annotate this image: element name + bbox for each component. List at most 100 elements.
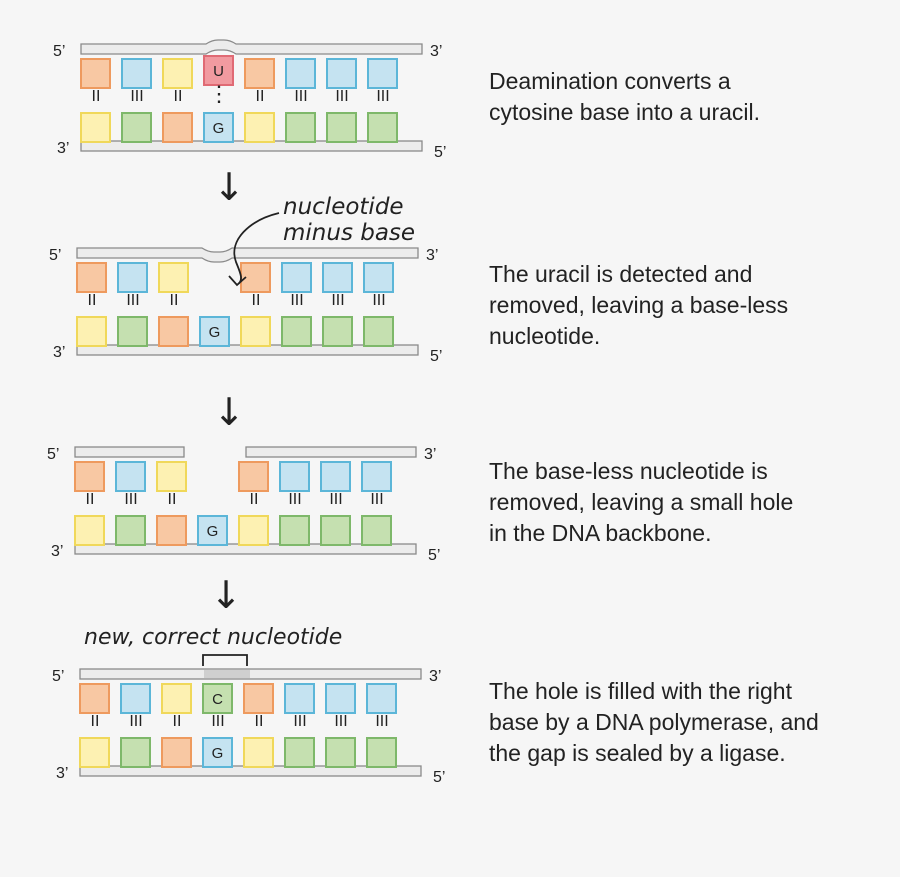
hydrogen-bond-triple: III	[211, 713, 224, 730]
annotation-line: minus base	[283, 220, 415, 246]
bottom-base-orange	[162, 112, 193, 143]
step4-caption-line: the gap is sealed by a ligase.	[489, 740, 786, 766]
bottom-base-green	[284, 737, 315, 768]
step4-caption-line: base by a DNA polymerase, and	[489, 709, 819, 735]
bottom-base-yellow	[79, 737, 110, 768]
hydrogen-bond-triple: III	[376, 88, 389, 105]
uracil-base	[203, 55, 234, 86]
hydrogen-bond-triple: III	[293, 713, 306, 730]
step2-caption-line: removed, leaving a base-less	[489, 292, 789, 318]
top-base-blue	[363, 262, 394, 293]
top-base-blue	[120, 683, 151, 714]
top-base-orange	[74, 461, 105, 492]
hydrogen-bond-triple: III	[334, 713, 347, 730]
bottom-base-orange	[161, 737, 192, 768]
hydrogen-bond-double: II	[255, 713, 264, 730]
hydrogen-bond-triple: III	[124, 491, 137, 508]
bottom-base-green	[363, 316, 394, 347]
step3-caption-line: in the DNA backbone.	[489, 520, 712, 546]
top-base-yellow	[162, 58, 193, 89]
hydrogen-bond-double: II	[91, 713, 100, 730]
top-base-blue	[117, 262, 148, 293]
bottom-base-green	[115, 515, 146, 546]
five-prime-label: 5’	[434, 144, 446, 161]
step1-caption: Deamination converts a cytosine base int…	[489, 66, 889, 128]
cytosine-base-letter: C	[212, 691, 223, 708]
bracket	[202, 654, 248, 666]
top-backbone	[76, 247, 419, 263]
top-base-orange	[243, 683, 274, 714]
guanine-base-letter: G	[209, 324, 221, 341]
five-prime-label: 5’	[47, 446, 59, 463]
top-base-blue	[322, 262, 353, 293]
step2-caption-line: nucleotide.	[489, 323, 601, 349]
hydrogen-bond-triple: III	[294, 88, 307, 105]
hydrogen-bond-double: II	[250, 491, 259, 508]
step3-caption-line: The base-less nucleotide is	[489, 458, 768, 484]
top-base-blue	[320, 461, 351, 492]
hydrogen-bond-triple: III	[126, 292, 139, 309]
top-base-yellow	[156, 461, 187, 492]
bottom-base-orange	[158, 316, 189, 347]
top-base-blue	[367, 58, 398, 89]
hydrogen-bond-double: II	[174, 88, 183, 105]
annotation-label: new, correct nucleotide	[84, 625, 342, 650]
three-prime-label: 3’	[426, 247, 438, 264]
uracil-base-letter: U	[213, 63, 224, 80]
three-prime-label: 3’	[53, 344, 65, 361]
bottom-base-yellow	[243, 737, 274, 768]
bottom-base-green	[281, 316, 312, 347]
top-base-blue	[279, 461, 310, 492]
three-prime-label: 3’	[56, 765, 68, 782]
bottom-base-yellow	[74, 515, 105, 546]
guanine-base-letter: G	[213, 120, 225, 137]
bottom-base-green	[121, 112, 152, 143]
hydrogen-bond-triple: III	[288, 491, 301, 508]
pointer-arrowhead	[228, 275, 247, 287]
bottom-base-green	[279, 515, 310, 546]
bottom-base-green	[117, 316, 148, 347]
top-base-blue	[121, 58, 152, 89]
bottom-base-green	[367, 112, 398, 143]
step2-caption: The uracil is detected and removed, leav…	[489, 259, 889, 352]
pointer-curve	[233, 212, 280, 285]
step3-caption-line: removed, leaving a small hole	[489, 489, 794, 515]
bottom-base-green	[120, 737, 151, 768]
top-base-blue	[284, 683, 315, 714]
bottom-base-green	[322, 316, 353, 347]
step2-caption-line: The uracil is detected and	[489, 261, 753, 287]
top-base-blue	[326, 58, 357, 89]
hydrogen-bond-triple: III	[331, 292, 344, 309]
top-base-blue	[325, 683, 356, 714]
bottom-base-green	[325, 737, 356, 768]
top-base-orange	[76, 262, 107, 293]
new-correct-nucleotide-annotation: new, correct nucleotide	[84, 625, 342, 666]
hydrogen-bond-double: II	[252, 292, 261, 309]
bottom-base-yellow	[238, 515, 269, 546]
bottom-base-green	[285, 112, 316, 143]
step1-caption-line: Deamination converts a	[489, 68, 731, 94]
hydrogen-bond-double: II	[173, 713, 182, 730]
bottom-base-green	[326, 112, 357, 143]
hydrogen-bond-triple: III	[335, 88, 348, 105]
guanine-base-letter: G	[207, 523, 219, 540]
hydrogen-bond-double: II	[168, 491, 177, 508]
hydrogen-bond-double: II	[92, 88, 101, 105]
bottom-base-green	[320, 515, 351, 546]
top-backbone-right	[245, 446, 417, 458]
top-backbone-left	[74, 446, 185, 458]
hydrogen-bond-double: II	[170, 292, 179, 309]
top-base-orange	[79, 683, 110, 714]
three-prime-label: 3’	[51, 543, 63, 560]
top-base-blue	[281, 262, 312, 293]
three-prime-label: 3’	[430, 43, 442, 60]
top-base-yellow	[161, 683, 192, 714]
hydrogen-bond-double: II	[256, 88, 265, 105]
bottom-base-green	[366, 737, 397, 768]
five-prime-label: 5’	[430, 348, 442, 365]
cytosine-base	[202, 683, 233, 714]
five-prime-label: 5’	[433, 769, 445, 786]
